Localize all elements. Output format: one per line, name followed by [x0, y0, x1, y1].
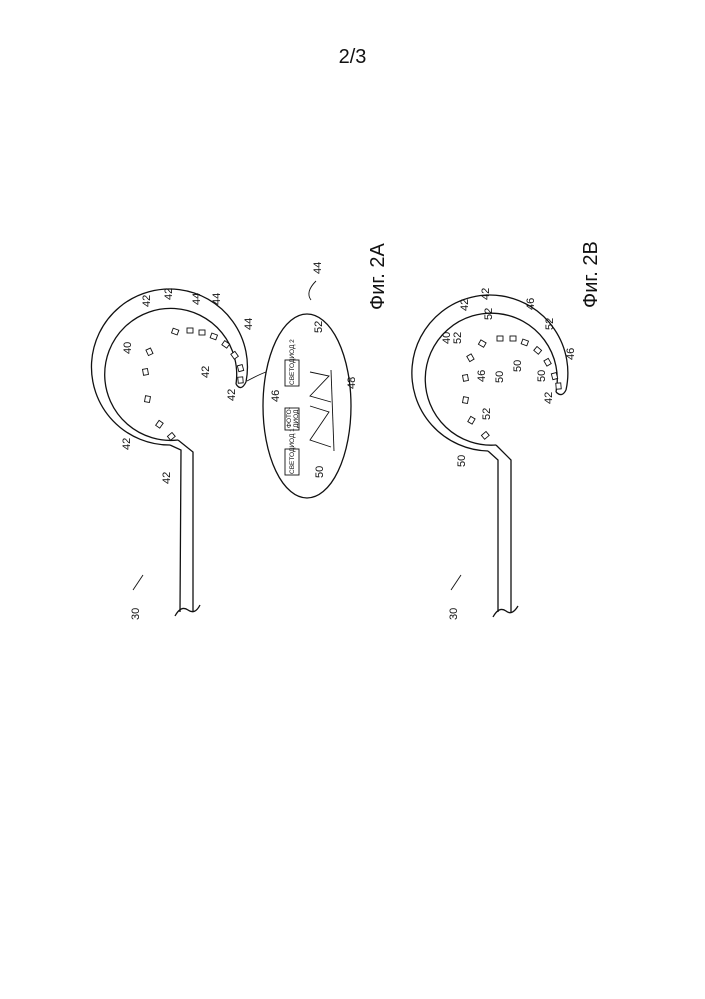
- figure-2a-caption: Фиг. 2А: [367, 243, 389, 310]
- ref-52-b-3: 52: [544, 318, 556, 330]
- ref-50-b-3: 50: [536, 370, 548, 382]
- ref-30-a: 30: [130, 608, 142, 620]
- leader-44-a: [309, 281, 316, 300]
- hook-outer-a: [91, 289, 247, 445]
- led2-box-label: СВЕТОДИОД 2: [289, 339, 296, 385]
- ref-42-b-1: 42: [459, 299, 471, 311]
- ref-arrow-30-a: [133, 575, 143, 590]
- led1-box-label: СВЕТОДИОД 1: [289, 428, 296, 474]
- detail-ellipse-a: [263, 314, 351, 498]
- ref-arrow-30-b: [451, 575, 461, 590]
- ref-50-a: 50: [314, 466, 326, 478]
- probe-shaft-a-left: [170, 445, 181, 612]
- ref-30-b: 30: [448, 608, 460, 620]
- figure-2b-caption: Фиг. 2В: [580, 241, 602, 308]
- photodiode-label-2: ДИОД: [293, 409, 300, 428]
- ref-42-a-4: 42: [226, 389, 238, 401]
- ref-52-b-2: 52: [483, 308, 495, 320]
- hook-tip-b: [556, 390, 566, 395]
- ref-52-a: 52: [313, 321, 325, 333]
- light-paths-a: [310, 372, 331, 447]
- ref-50-b-4: 50: [456, 455, 468, 467]
- ref-52-b-4: 52: [481, 408, 493, 420]
- ref-44-a-2: 44: [211, 293, 223, 305]
- ref-52-b-1: 52: [452, 332, 464, 344]
- sensor-blocks-a: [143, 328, 244, 440]
- probe-break-b: [493, 606, 518, 617]
- ref-44-a-4: 44: [312, 262, 324, 274]
- ref-42-a-5: 42: [121, 438, 133, 450]
- ref-42-a-2: 42: [163, 288, 175, 300]
- sensor-blocks-b: [463, 336, 562, 439]
- probe-break-a: [175, 605, 200, 616]
- ref-46-a: 46: [270, 390, 282, 402]
- ref-42-a-6: 42: [161, 472, 173, 484]
- ref-50-b-1: 50: [512, 360, 524, 372]
- ref-44-a-3: 44: [243, 318, 255, 330]
- probe-shaft-b-left: [488, 451, 498, 612]
- hook-inner-a: [105, 308, 237, 440]
- ref-50-b-2: 50: [494, 371, 506, 383]
- detail-connector-a: [247, 372, 266, 381]
- ref-46-b-2: 46: [476, 370, 488, 382]
- ref-42-b-2: 42: [480, 288, 492, 300]
- photodiode-label-1: ФОТО-: [286, 407, 293, 428]
- ref-44-a-1: 44: [191, 293, 203, 305]
- figure-2a: СВЕТОДИОД 1 ФОТО- ДИОД СВЕТОДИОД 2 30 40…: [91, 243, 389, 620]
- ref-40-a: 40: [122, 342, 134, 354]
- ref-46-b-1: 46: [525, 298, 537, 310]
- figure-2b: 30 40 52 42 52 42 46 52 50 50 46 46 50 4…: [412, 241, 602, 620]
- tissue-line-a: [331, 370, 334, 451]
- ref-42-a-3: 42: [200, 366, 212, 378]
- ref-46-b-3: 46: [565, 348, 577, 360]
- ref-42-b-3: 42: [543, 392, 555, 404]
- ref-42-a-1: 42: [141, 295, 153, 307]
- ref-48-a: 48: [346, 377, 358, 389]
